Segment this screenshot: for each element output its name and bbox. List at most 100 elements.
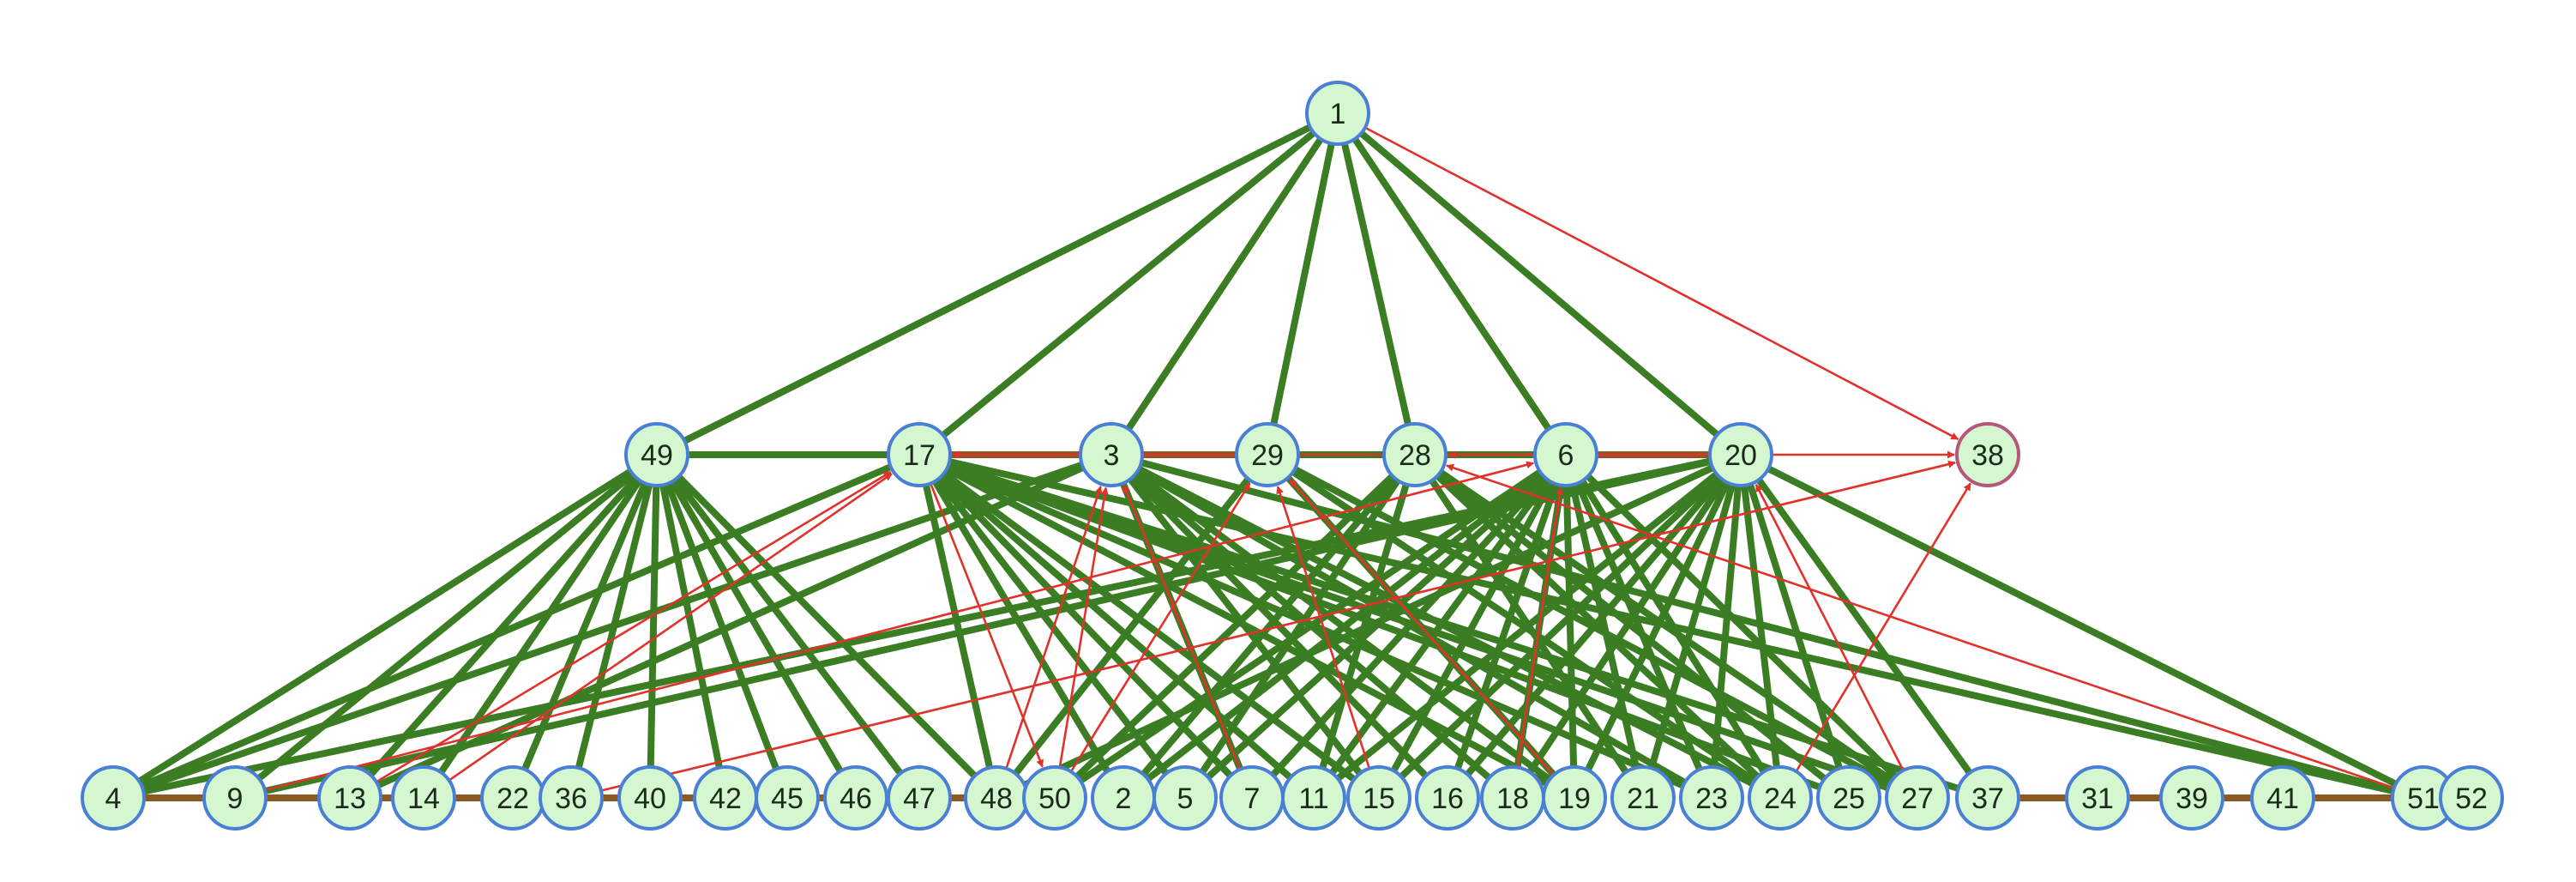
node-24[interactable]: 24	[1748, 765, 1813, 831]
node-37[interactable]: 37	[1955, 765, 2020, 831]
node-label: 38	[1971, 439, 2004, 472]
node-label: 49	[641, 439, 673, 472]
node-circle	[1708, 422, 1773, 487]
node-13[interactable]: 13	[317, 765, 382, 831]
node-label: 39	[2176, 782, 2208, 815]
node-label: 13	[334, 782, 366, 815]
edge-28-50	[1074, 473, 1395, 780]
undirected-edges	[137, 124, 2398, 795]
node-circle	[1382, 422, 1447, 487]
edge-17-15	[942, 470, 1357, 782]
edge-20-4	[142, 457, 1712, 795]
node-17[interactable]: 17	[887, 422, 952, 487]
node-50[interactable]: 50	[1022, 765, 1087, 831]
node-19[interactable]: 19	[1542, 765, 1607, 831]
node-28[interactable]: 28	[1382, 422, 1447, 487]
node-51[interactable]: 51	[2391, 765, 2456, 831]
directed-edge-50-29	[1069, 482, 1251, 773]
node-3[interactable]: 3	[1079, 422, 1144, 487]
node-9[interactable]: 9	[202, 765, 268, 831]
node-23[interactable]: 23	[1679, 765, 1744, 831]
node-label: 19	[1558, 782, 1591, 815]
node-38[interactable]: 38	[1955, 422, 2020, 487]
node-label: 46	[840, 782, 872, 815]
edge-1-29	[1270, 142, 1335, 426]
node-circle	[1885, 765, 1950, 831]
edge-1-49	[683, 124, 1312, 444]
node-circle	[1153, 765, 1218, 831]
edge-49-45	[665, 482, 779, 770]
node-25[interactable]: 25	[1816, 765, 1881, 831]
edge-6-11	[1329, 477, 1550, 776]
node-27[interactable]: 27	[1885, 765, 1950, 831]
node-label: 5	[1177, 782, 1194, 815]
node-circle	[1346, 765, 1411, 831]
node-18[interactable]: 18	[1480, 765, 1545, 831]
node-label: 42	[709, 782, 742, 815]
node-52[interactable]: 52	[2439, 765, 2504, 831]
edge-28-5	[1199, 478, 1401, 775]
node-label: 41	[2266, 782, 2299, 815]
node-circle	[624, 422, 689, 487]
node-11[interactable]: 11	[1281, 765, 1346, 831]
edge-49-4	[137, 468, 633, 785]
node-36[interactable]: 36	[539, 765, 604, 831]
node-49[interactable]: 49	[624, 422, 689, 487]
directed-edges	[264, 126, 2395, 792]
node-48[interactable]: 48	[964, 765, 1029, 831]
node-14[interactable]: 14	[391, 765, 456, 831]
edge-20-23	[1711, 485, 1742, 768]
edge-28-2	[1141, 475, 1398, 777]
node-label: 36	[555, 782, 587, 815]
node-2[interactable]: 2	[1091, 765, 1156, 831]
edge-17-25	[947, 462, 1821, 791]
edge-1-28	[1341, 142, 1411, 426]
edge-6-7	[1270, 474, 1548, 778]
node-circle	[1281, 765, 1346, 831]
node-label: 3	[1104, 439, 1120, 472]
directed-edge-36-38	[600, 460, 1956, 792]
edge-17-2	[931, 479, 1111, 774]
node-46[interactable]: 46	[823, 765, 888, 831]
node-label: 25	[1833, 782, 1865, 815]
node-circle	[1079, 422, 1144, 487]
node-21[interactable]: 21	[1610, 765, 1676, 831]
edge-20-25	[1747, 483, 1843, 770]
node-circle	[1748, 765, 1813, 831]
directed-edge-13-17	[376, 471, 892, 783]
node-47[interactable]: 47	[887, 765, 952, 831]
node-circle	[391, 765, 456, 831]
node-circle	[2250, 765, 2315, 831]
edge-1-6	[1351, 136, 1552, 432]
node-label: 9	[227, 782, 244, 815]
node-1[interactable]: 1	[1305, 81, 1370, 146]
node-39[interactable]: 39	[2159, 765, 2224, 831]
node-16[interactable]: 16	[1415, 765, 1480, 831]
edge-49-9	[256, 471, 635, 782]
node-42[interactable]: 42	[693, 765, 758, 831]
node-29[interactable]: 29	[1235, 422, 1300, 487]
edge-1-3	[1125, 136, 1324, 432]
node-label: 2	[1116, 782, 1132, 815]
node-5[interactable]: 5	[1153, 765, 1218, 831]
node-6[interactable]: 6	[1533, 422, 1598, 487]
node-22[interactable]: 22	[480, 765, 545, 831]
node-circle	[1305, 81, 1370, 146]
node-label: 17	[903, 439, 936, 472]
node-31[interactable]: 31	[2065, 765, 2130, 831]
node-45[interactable]: 45	[755, 765, 820, 831]
node-41[interactable]: 41	[2250, 765, 2315, 831]
node-circle	[887, 765, 952, 831]
node-15[interactable]: 15	[1346, 765, 1411, 831]
node-label: 50	[1038, 782, 1071, 815]
edge-20-24	[1741, 485, 1780, 768]
node-4[interactable]: 4	[81, 765, 146, 831]
node-circle	[202, 765, 268, 831]
node-7[interactable]: 7	[1219, 765, 1285, 831]
node-circle	[1816, 765, 1881, 831]
edge-17-4	[140, 463, 893, 789]
node-circle	[887, 422, 952, 487]
node-20[interactable]: 20	[1708, 422, 1773, 487]
node-40[interactable]: 40	[617, 765, 683, 831]
